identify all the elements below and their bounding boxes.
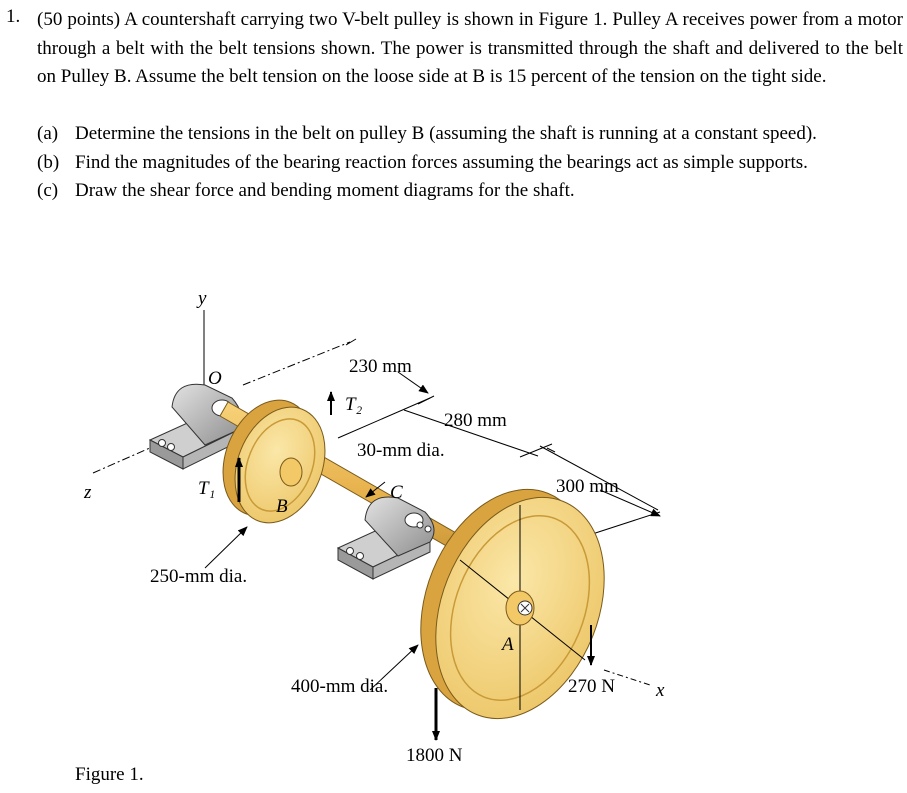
part-a-text: Determine the tensions in the belt on pu… [75, 123, 817, 144]
origin-label: O [208, 368, 222, 389]
pulley-b-label: B [276, 496, 288, 517]
bearing-o [148, 383, 242, 470]
dim-230-label: 230 mm [349, 356, 412, 377]
pulley-a-label: A [502, 634, 514, 655]
problem-intro: (50 points) A countershaft carrying two … [37, 9, 903, 88]
dimension-lines [242, 338, 661, 539]
problem-parts: (a) Determine the tensions in the belt o… [37, 120, 903, 206]
part-c-label: (c) [37, 180, 59, 202]
t1-label: T₁ [198, 478, 216, 499]
pulley-a-dia-label: 400-mm dia. [291, 676, 389, 697]
axis-z-label: z [84, 482, 92, 503]
part-b: (b) Find the magnitudes of the bearing r… [37, 149, 903, 178]
part-c: (c) Draw the shear force and bending mom… [37, 177, 903, 206]
force-270-label: 270 N [568, 676, 615, 697]
pulley-b-dia-label: 250-mm dia. [150, 566, 248, 587]
axis-y-label: y [198, 288, 207, 309]
part-b-label: (b) [37, 151, 60, 173]
part-a-label: (a) [37, 123, 59, 144]
point-c-label: C [390, 482, 403, 503]
figure-countershaft: y z x O 230 mm 280 mm 300 mm 30-mm dia. … [0, 280, 907, 793]
pulley-b [222, 399, 326, 524]
t2-label: T₂ [345, 394, 363, 415]
axis-x-label: x [656, 680, 665, 701]
bearing-c [336, 496, 435, 580]
countershaft-drawing [92, 310, 661, 741]
force-1800-label: 1800 N [406, 745, 463, 766]
dim-280-label: 280 mm [444, 410, 507, 431]
problem-number: 1. [6, 6, 21, 27]
part-b-text: Find the magnitudes of the bearing react… [75, 151, 808, 173]
pulley-a [420, 488, 605, 720]
part-a: (a) Determine the tensions in the belt o… [37, 120, 903, 149]
shaft-dia-label: 30-mm dia. [357, 440, 445, 461]
leader-lines [204, 481, 419, 691]
figure-caption: Figure 1. [75, 764, 144, 785]
part-c-text: Draw the shear force and bending moment … [75, 180, 575, 202]
dim-300-label: 300 mm [556, 476, 619, 497]
force-arrows [235, 391, 595, 741]
x-axis-line [603, 669, 651, 686]
